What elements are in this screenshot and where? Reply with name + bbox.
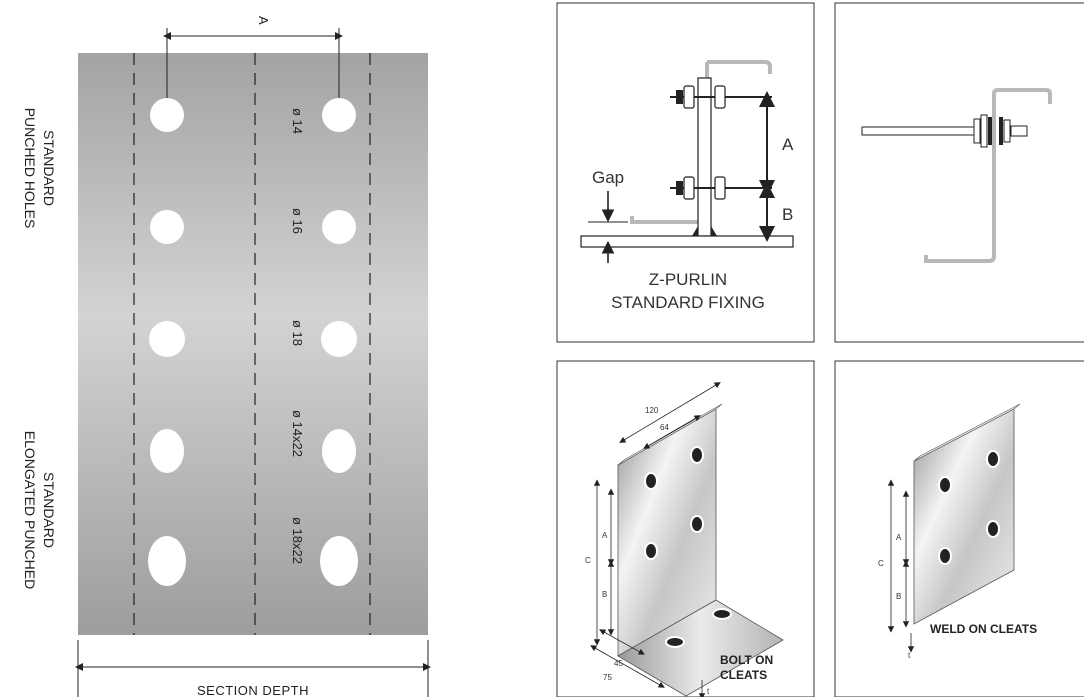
side-label-elongated-1: STANDARD xyxy=(41,472,57,548)
bolt-cleat-dim-b-label: B xyxy=(602,590,607,599)
bolt-cleat-base-hole-1 xyxy=(665,636,685,648)
weld-cleat-dim-a-label: A xyxy=(896,533,902,542)
hole-callout-18: ø 18 xyxy=(290,320,305,346)
zpurlin-side-panel xyxy=(834,2,1084,343)
hole-18-left xyxy=(149,321,185,357)
section-depth-label: SECTION DEPTH xyxy=(197,683,309,697)
bolt-cleat-panel: 120 64 C A B 45 75 t BOLT ON CLEATS xyxy=(556,360,815,697)
zpurlin-panel: A B Gap Z-PURLIN STANDARD FIXING xyxy=(556,2,815,343)
weld-cleat-hole-4 xyxy=(938,547,952,565)
zpurlin-side-profile xyxy=(924,88,1052,263)
punched-section: ø 14 ø 16 ø 18 ø 14x22 ø 18x22 A SECTION… xyxy=(22,16,431,697)
weld-cleat-dim-t-label: t xyxy=(908,651,911,660)
zpurlin-side-flat-bar xyxy=(861,126,975,136)
zpurlin-gap-label: Gap xyxy=(592,168,624,187)
weld-cleat-hole-1 xyxy=(938,476,952,494)
side-label-punched-1: STANDARD xyxy=(41,130,57,206)
zpurlin-caption-1: Z-PURLIN xyxy=(649,270,727,289)
hole-14x22-left xyxy=(150,429,184,473)
weld-cleat-panel: C A B t WELD ON CLEATS xyxy=(834,360,1084,697)
zpurlin-side-panel-border xyxy=(834,2,1084,343)
zpurlin-side-bolt xyxy=(973,114,1028,148)
bolt-cleat-base-hole-2 xyxy=(712,608,732,620)
zpurlin-cleat-plate xyxy=(697,77,712,237)
weld-cleat-dim-b-label: B xyxy=(896,592,901,601)
bolt-cleat-dim-75-label: 75 xyxy=(603,673,612,682)
weld-cleat-caption: WELD ON CLEATS xyxy=(930,622,1037,636)
bolt-cleat-dim-120 xyxy=(619,382,721,443)
weld-cleat-dim-c-label: C xyxy=(878,559,884,568)
bolt-cleat-hole-1 xyxy=(644,472,658,490)
bolt-cleat-hole-4 xyxy=(644,542,658,560)
zpurlin-dim-a-label: A xyxy=(782,135,794,154)
bolt-cleat-dim-t-label: t xyxy=(707,687,710,696)
hole-14x22-right xyxy=(322,429,356,473)
side-label-elongated-2: ELONGATED PUNCHED xyxy=(22,431,38,589)
zpurlin-bolt-top xyxy=(670,85,772,109)
bolt-cleat-caption-2: CLEATS xyxy=(720,668,767,682)
hole-callout-16: ø 16 xyxy=(290,208,305,234)
bolt-cleat-dim-64 xyxy=(643,415,701,449)
hole-16-right xyxy=(322,210,356,244)
bolt-cleat-hole-2 xyxy=(690,446,704,464)
hole-callout-18x22: ø 18x22 xyxy=(290,517,305,564)
bolt-cleat-dim-c-label: C xyxy=(585,556,591,565)
zpurlin-base-plate xyxy=(580,235,794,248)
dim-a-label: A xyxy=(256,16,271,25)
hole-14-right xyxy=(322,98,356,132)
zpurlin-dim-b-label: B xyxy=(782,205,793,224)
bolt-cleat-dim-a-label: A xyxy=(602,531,608,540)
hole-16-left xyxy=(150,210,184,244)
hole-18x22-left xyxy=(148,536,186,586)
bolt-cleat-dim-120-label: 120 xyxy=(645,406,659,415)
side-label-punched-2: PUNCHED HOLES xyxy=(22,108,38,229)
weld-cleat-hole-2 xyxy=(986,450,1000,468)
weld-cleat-hole-3 xyxy=(986,520,1000,538)
hole-callout-14x22: ø 14x22 xyxy=(290,410,305,457)
hole-18-right xyxy=(321,321,357,357)
zpurlin-caption-2: STANDARD FIXING xyxy=(611,293,765,312)
weld-cleat-plate-edge xyxy=(913,403,1021,462)
hole-callout-14: ø 14 xyxy=(290,108,305,134)
hole-18x22-right xyxy=(320,536,358,586)
bolt-cleat-hole-3 xyxy=(690,515,704,533)
zpurlin-bolt-bottom xyxy=(670,176,772,200)
zpurlin-weld xyxy=(692,226,717,236)
bolt-cleat-dim-75 xyxy=(590,645,665,688)
bolt-cleat-caption-1: BOLT ON xyxy=(720,653,773,667)
bolt-cleat-dim-45-label: 45 xyxy=(614,659,623,668)
hole-14-left xyxy=(150,98,184,132)
bolt-cleat-dim-64-label: 64 xyxy=(660,423,669,432)
section-plate xyxy=(78,53,428,635)
